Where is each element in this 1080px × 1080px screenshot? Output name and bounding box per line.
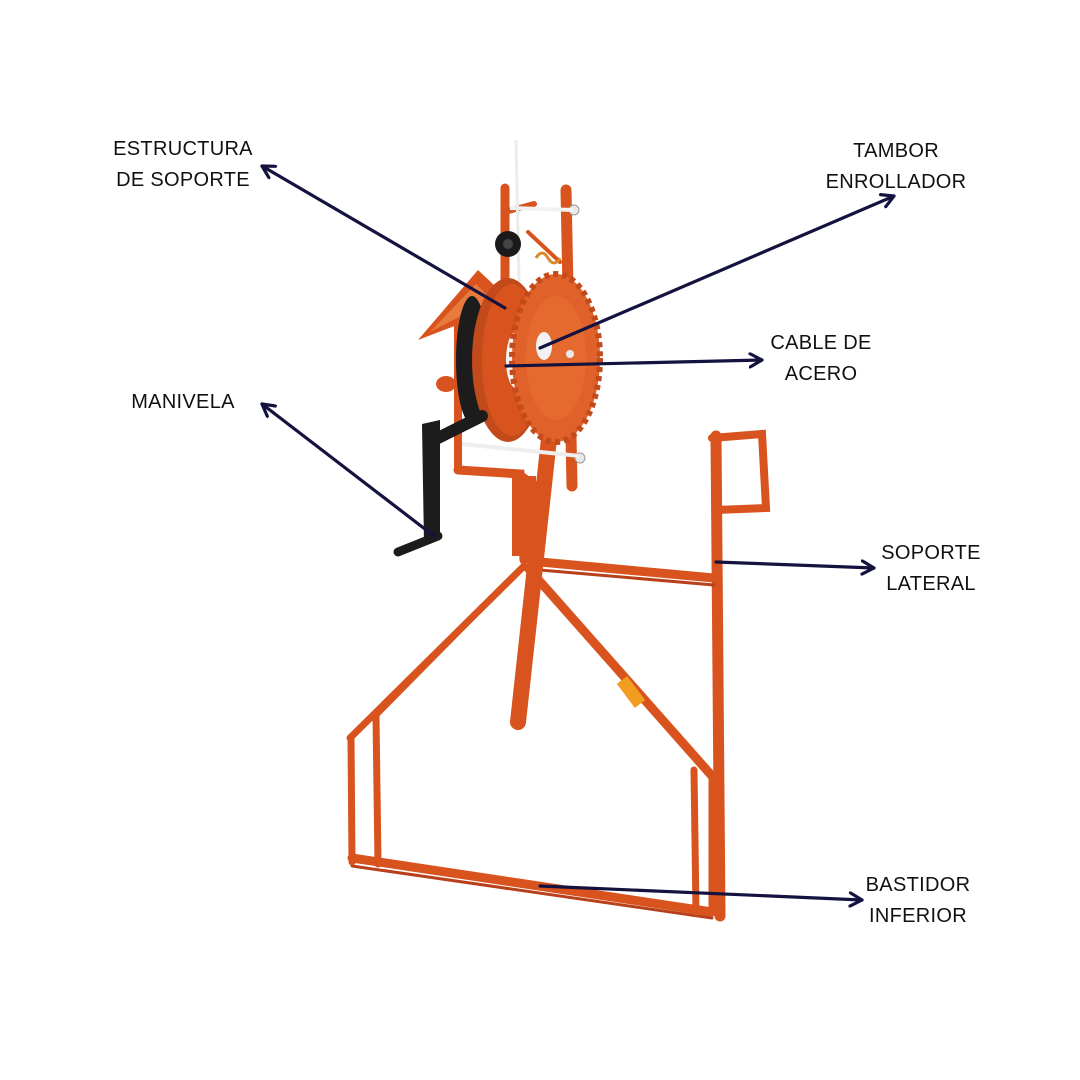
winding-drum [456, 251, 603, 445]
side-support [535, 429, 771, 922]
leader-support-structure [260, 164, 507, 310]
label-crank: MANIVELA [131, 391, 235, 413]
label-lower-frame: BASTIDOR INFERIOR [865, 874, 971, 927]
crank [393, 376, 488, 557]
label-side-support: SOPORTE LATERAL [881, 542, 981, 595]
leader-side-support [714, 562, 876, 568]
label-winding-drum: TAMBOR ENROLLADOR [825, 140, 967, 193]
leader-crank [260, 402, 436, 538]
lower-frame [346, 562, 717, 920]
label-support-structure: ESTRUCTURA DE SOPORTE [113, 138, 253, 191]
leader-winding-drum [538, 196, 896, 350]
leader-lower-frame [538, 884, 864, 900]
leader-steel-cable [504, 360, 764, 366]
label-steel-cable: CABLE DE ACERO [770, 332, 872, 385]
